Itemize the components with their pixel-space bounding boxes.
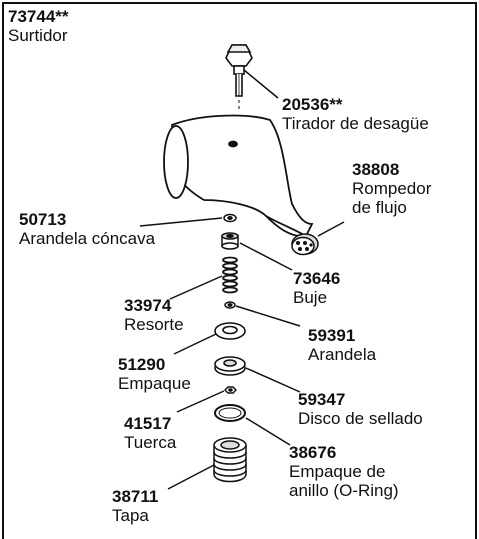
part-number: 33974 xyxy=(124,296,172,315)
part-name: Buje xyxy=(293,288,328,307)
part-name: Empaque xyxy=(118,374,191,393)
part-name: Surtidor xyxy=(8,26,68,45)
o-ring-drawing xyxy=(214,404,246,422)
part-number: 38676 xyxy=(289,443,337,462)
part-name-line-2: anillo (O-Ring) xyxy=(289,481,399,500)
label-bushing: 73646 Buje xyxy=(293,269,340,307)
part-number: 51290 xyxy=(118,355,166,374)
cap-drawing xyxy=(213,437,247,483)
part-number: 59347 xyxy=(298,390,346,409)
part-number: 38711 xyxy=(112,487,159,506)
part-number: 20536** xyxy=(282,95,343,114)
leader-lines xyxy=(139,69,345,490)
label-gasket: 51290 Empaque xyxy=(118,355,191,393)
label-spout: 73744** Surtidor xyxy=(8,7,69,45)
label-seal-disc: 59347 Disco de sellado xyxy=(298,390,423,428)
part-number: 50713 xyxy=(19,210,67,229)
part-name-line-2: de flujo xyxy=(352,198,407,217)
part-number: 73744** xyxy=(8,7,69,26)
concave-washer-drawing xyxy=(223,213,237,223)
leader-20536 xyxy=(243,69,279,99)
part-name-line-1: Empaque de xyxy=(289,462,386,481)
leader-41517 xyxy=(176,390,225,413)
part-number: 41517 xyxy=(124,414,172,433)
washer-drawing xyxy=(224,301,236,309)
leader-38808 xyxy=(317,221,345,237)
diverter-knob-drawing xyxy=(225,44,253,112)
spout-drawing xyxy=(163,114,314,238)
label-nut: 41517 Tuerca xyxy=(124,414,176,452)
part-name: Arandela cóncava xyxy=(19,229,156,248)
flow-breaker-drawing xyxy=(291,233,319,256)
part-name: Tirador de desagüe xyxy=(282,114,429,133)
part-name: Arandela xyxy=(308,345,377,364)
nut-drawing xyxy=(224,386,237,394)
part-number: 73646 xyxy=(293,269,341,288)
label-cap: 38711 Tapa xyxy=(112,487,158,525)
part-name: Resorte xyxy=(124,315,184,334)
label-diverter-knob: 20536** Tirador de desagüe xyxy=(282,95,429,133)
part-name: Tapa xyxy=(112,506,149,525)
seal-disc-drawing xyxy=(214,356,246,376)
part-name-line-1: Rompedor xyxy=(352,179,432,198)
leader-33974 xyxy=(169,275,223,300)
leader-38676 xyxy=(245,417,291,446)
part-name: Tuerca xyxy=(124,433,177,452)
leader-59391 xyxy=(235,305,301,327)
leader-51290 xyxy=(173,333,217,355)
leader-50713 xyxy=(139,217,223,227)
part-number: 38808 xyxy=(352,160,400,179)
spring-drawing xyxy=(222,256,238,294)
leader-73646 xyxy=(239,242,293,271)
label-concave-washer: 50713 Arandela cóncava xyxy=(19,210,155,248)
label-flow-breaker: 38808 Rompedor de flujo xyxy=(352,160,431,217)
label-washer: 59391 Arandela xyxy=(308,326,376,364)
bushing-drawing xyxy=(221,232,239,250)
part-name: Disco de sellado xyxy=(298,409,423,428)
gasket-drawing xyxy=(214,322,246,340)
leader-59347 xyxy=(245,367,301,393)
label-spring: 33974 Resorte xyxy=(124,296,184,334)
leader-38711 xyxy=(167,464,215,490)
part-number: 59391 xyxy=(308,326,356,345)
label-o-ring: 38676 Empaque de anillo (O-Ring) xyxy=(289,443,399,500)
